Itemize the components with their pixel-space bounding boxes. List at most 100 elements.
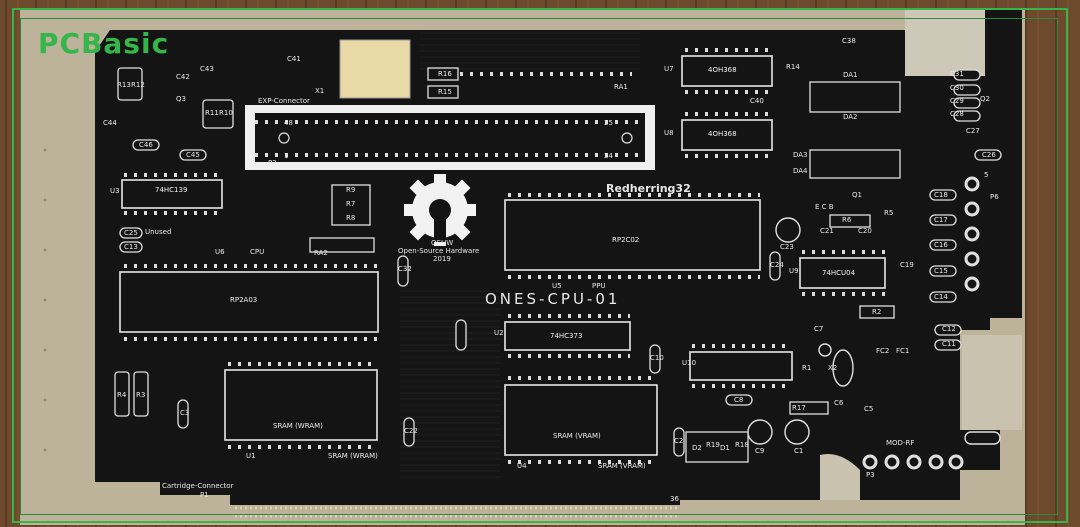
ref-r2: R2 [872,308,882,316]
ref-c1: C1 [794,447,804,455]
ref-u5: U5 [552,282,562,290]
pcbasic-logo: PCBasic [38,27,170,60]
ref-u7: U7 [664,65,674,73]
cpu-label: CPU [250,248,265,256]
ref-u8: U8 [664,129,674,137]
ref-c8: C8 [734,396,744,404]
ref-u3: U3 [110,187,120,195]
ref-r1: R1 [802,364,812,372]
ref-r11: R11 [205,109,219,117]
x1-pad [339,39,411,99]
ref-c14: C14 [934,293,948,301]
ref-d2: D2 [692,444,702,452]
mod-rf-label: MOD-RF [886,439,915,447]
pin-5: 5 [984,171,989,179]
ref-c30: C30 [950,84,964,92]
ref-d1: D1 [720,444,730,452]
rf-notch [820,454,860,500]
oshw-line: Open-Source Hardware [398,247,480,255]
ref-c25: C25 [124,229,138,237]
ref-c18: C18 [934,191,948,199]
ref-r12: R12 [131,81,145,89]
ref-fc1: FC1 [896,347,910,355]
ref-c7: C7 [814,325,824,333]
ref-ra1: RA1 [614,83,628,91]
ref-c16: C16 [934,241,948,249]
ref-c11: C11 [942,340,956,348]
ref-c3: C3 [180,409,190,417]
edge-connector-fingers [235,506,680,518]
ref-c26: C26 [982,151,996,159]
unused-label: Unused [145,228,172,236]
ref-fc2: FC2 [876,347,890,355]
ref-q1: Q1 [852,191,862,199]
board-title: Redherring32 [606,182,691,195]
ref-q3: Q3 [176,95,186,103]
ref-c41: C41 [287,55,301,63]
chip-u4-bottom-label: SRAM (VRAM) [598,462,646,470]
ref-u6: U6 [215,248,225,256]
ref-c31: C31 [950,70,964,78]
ref-p2: P2 [268,159,277,167]
ref-c2: C2 [674,437,684,445]
ppu-label: PPU [592,282,606,290]
ref-c5: C5 [864,405,874,413]
ref-u10: U10 [682,359,697,367]
pin-25: 25 [604,119,613,127]
pin-1: 1 [284,152,289,160]
chip-u4-label: SRAM (VRAM) [553,432,601,440]
ref-u9: U9 [789,267,799,275]
ref-c38: C38 [842,37,856,45]
ref-da3: DA3 [793,151,808,159]
rf-area [962,335,1022,430]
ref-c12: C12 [942,325,956,333]
round-capacitors [747,217,854,445]
ref-c46: C46 [139,141,153,149]
p6-pads [964,176,980,292]
ref-c13: C13 [124,243,138,251]
ref-c44: C44 [103,119,117,127]
ref-c17: C17 [934,216,948,224]
ref-c9: C9 [755,447,765,455]
ref-p1: P1 [200,491,209,499]
rf-slot [964,431,1001,445]
q1-pinout: E C B [815,203,834,211]
ref-r15: R15 [438,88,452,96]
ref-u2: U2 [494,329,504,337]
chip-u7-label: 4OH368 [708,66,737,74]
ref-r9: R9 [346,186,356,194]
ref-c43: C43 [200,65,214,73]
exp-connector-pins [278,132,633,144]
ref-p3: P3 [866,471,875,479]
ref-da2: DA2 [843,113,858,121]
oshw-label: OSHW [431,239,454,247]
ref-r5: R5 [884,209,894,217]
ref-c19: C19 [900,261,914,269]
ref-r13: R13 [117,81,131,89]
chip-u8-label: 4OH368 [708,130,737,138]
ref-c15: C15 [934,267,948,275]
ref-c24: C24 [770,261,784,269]
ref-p6: P6 [990,193,999,201]
pin-48: 48 [284,119,293,127]
ref-r4: R4 [117,391,127,399]
ref-u4: U4 [517,462,527,470]
exp-connector-label: EXP-Connector [258,97,310,105]
oshw-gear-icon [404,174,476,246]
ref-c28: C28 [950,110,964,118]
ref-c23: C23 [780,243,794,251]
chip-u6-label: RP2A03 [230,296,258,304]
ref-c32: C32 [398,265,412,273]
chip-u1-bottom-label: SRAM (WRAM) [328,452,378,460]
chip-u5-label: RP2C02 [612,236,640,244]
ref-c22: C22 [404,427,418,435]
chip-u9-label: 74HCU04 [822,269,856,277]
ref-r18: R18 [735,441,749,449]
ref-c40: C40 [750,97,764,105]
trace-region-top [420,30,640,70]
ref-r6: R6 [842,216,852,224]
passive-components [114,67,901,463]
project-label: ONES-CPU-01 [485,290,621,308]
ref-da1: DA1 [843,71,858,79]
mat-dots [43,148,47,452]
